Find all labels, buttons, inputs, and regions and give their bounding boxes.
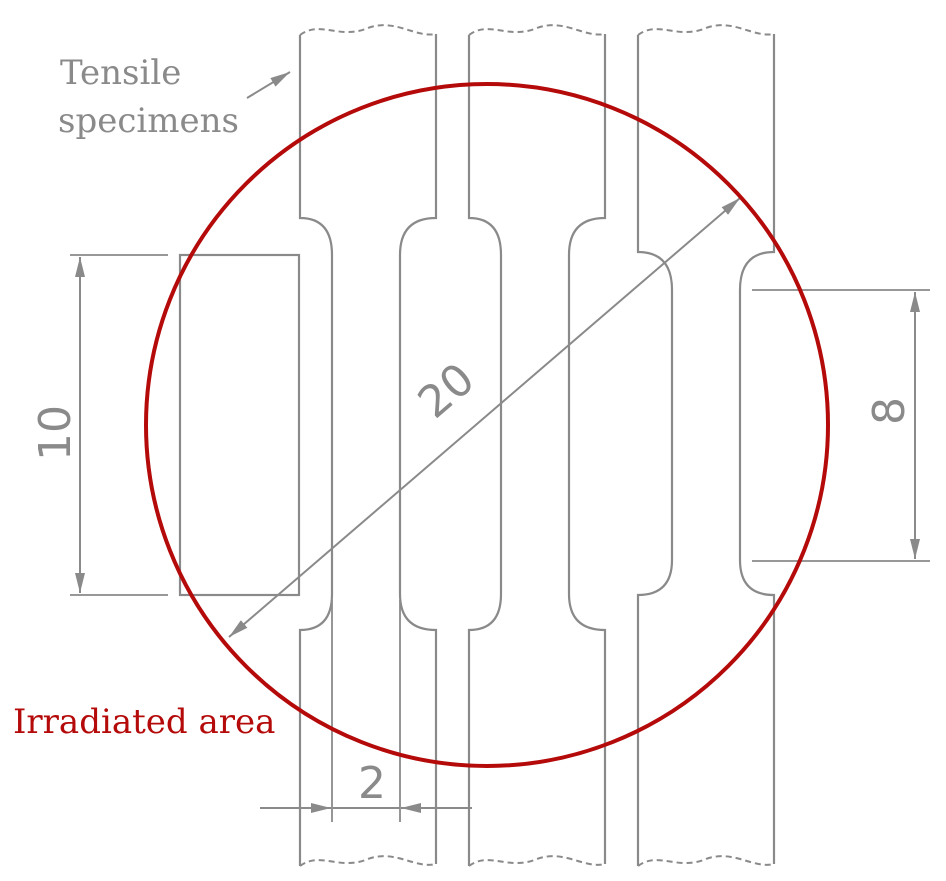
- label-irradiated-area: Irradiated area: [13, 702, 275, 742]
- dimension-label-8: 8: [864, 397, 915, 425]
- break-line-bottom-3: [637, 855, 775, 867]
- dimension-label-10: 10: [30, 405, 81, 461]
- break-line-top-1: [299, 24, 437, 36]
- cross-section-rect: [178, 253, 301, 597]
- break-line-top-3: [637, 24, 775, 36]
- dimension-label-20: 20: [409, 353, 485, 428]
- dimension-label-2: 2: [358, 758, 386, 809]
- break-line-top-2: [468, 24, 606, 36]
- label-tensile: Tensile: [60, 53, 181, 93]
- specimen-2: [467, 34, 607, 866]
- irradiated-area-circle: [144, 82, 830, 768]
- dimension-line-20: [228, 197, 741, 638]
- specimen-3: [636, 34, 776, 866]
- specimen-1: [298, 34, 438, 866]
- break-line-bottom-2: [468, 855, 606, 867]
- label-specimens: specimens: [58, 101, 239, 141]
- break-line-bottom-1: [299, 855, 437, 867]
- specimens-leader-arrow: [246, 71, 291, 99]
